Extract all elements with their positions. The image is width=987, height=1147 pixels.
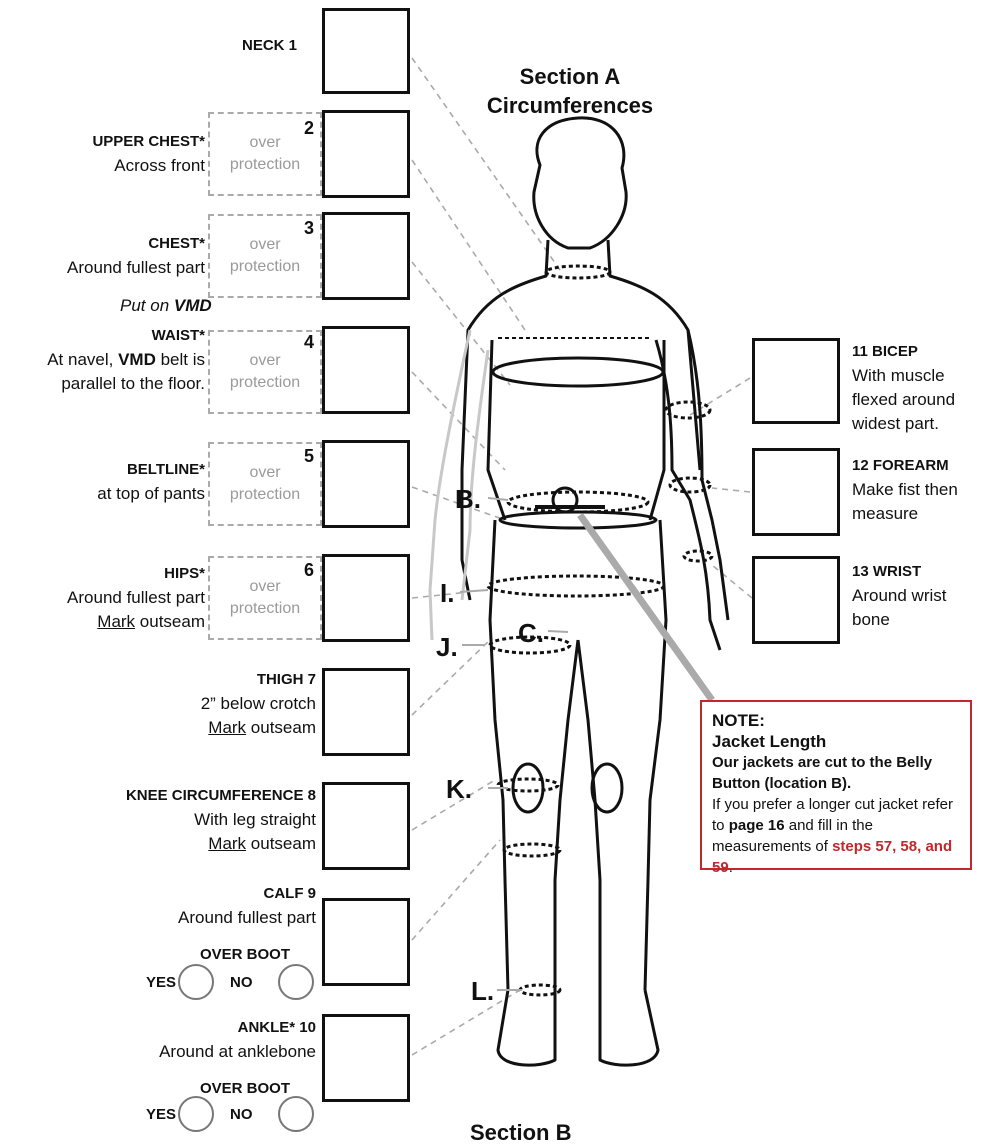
note-subheading: Jacket Length (712, 731, 960, 752)
bicep-input-box[interactable] (752, 338, 840, 424)
ankle-no-radio[interactable] (278, 1096, 314, 1132)
location-j: J. (436, 632, 458, 663)
forearm-input-box[interactable] (752, 448, 840, 536)
chest-input-box[interactable] (322, 212, 410, 300)
upper-chest-label: UPPER CHEST* Across front (92, 130, 205, 178)
calf-input-box[interactable] (322, 898, 410, 986)
upper-chest-input-box[interactable] (322, 110, 410, 198)
ankle-yes-radio[interactable] (178, 1096, 214, 1132)
hips-label: HIPS* Around fullest part Mark outseam (67, 562, 205, 634)
forearm-label: 12 FOREARM Make fist then measure (852, 454, 958, 526)
calf-no-label: NO (230, 974, 253, 991)
knee-label: KNEE CIRCUMFERENCE 8 With leg straight M… (126, 784, 316, 856)
note-body: If you prefer a longer cut jacket refer … (712, 796, 953, 876)
calf-yes-label: YES (146, 974, 176, 991)
ankle-label: ANKLE* 10 Around at anklebone (159, 1016, 316, 1064)
wrist-label: 13 WRIST Around wrist bone (852, 560, 946, 632)
ankle-yes-label: YES (146, 1106, 176, 1123)
step-number-4: 4 (304, 332, 314, 353)
beltline-label: BELTLINE* at top of pants (97, 458, 205, 506)
ankle-over-boot-label: OVER BOOT (200, 1080, 290, 1097)
calf-over-boot-label: OVER BOOT (200, 946, 290, 963)
location-c: C. (518, 618, 544, 649)
location-b: B. (455, 484, 481, 515)
note-bold-line: Our jackets are cut to the Belly Button … (712, 752, 960, 794)
calf-label: CALF 9 Around fullest part (178, 882, 316, 930)
chest-label: CHEST* Around fullest part (67, 232, 205, 280)
neck-input-box[interactable] (322, 8, 410, 94)
bicep-label: 11 BICEP With muscle flexed around wides… (852, 340, 955, 436)
ankle-no-label: NO (230, 1106, 253, 1123)
step-number-6: 6 (304, 560, 314, 581)
step-number-5: 5 (304, 446, 314, 467)
beltline-input-box[interactable] (322, 440, 410, 528)
ankle-input-box[interactable] (322, 1014, 410, 1102)
neck-label: NECK 1 (242, 34, 297, 58)
hips-input-box[interactable] (322, 554, 410, 642)
location-i: I. (440, 578, 454, 609)
step-number-3: 3 (304, 218, 314, 239)
thigh-label: THIGH 7 2” below crotch Mark outseam (201, 668, 316, 740)
knee-input-box[interactable] (322, 782, 410, 870)
location-l: L. (471, 976, 494, 1007)
calf-yes-radio[interactable] (178, 964, 214, 1000)
note-heading: NOTE: (712, 710, 960, 731)
put-on-vmd-text: Put on VMD (120, 296, 212, 316)
thigh-input-box[interactable] (322, 668, 410, 756)
waist-input-box[interactable] (322, 326, 410, 414)
wrist-input-box[interactable] (752, 556, 840, 644)
step-number-2: 2 (304, 118, 314, 139)
waist-label: WAIST* At navel, VMD belt is parallel to… (47, 324, 205, 396)
jacket-length-note: NOTE: Jacket Length Our jackets are cut … (700, 700, 972, 870)
calf-no-radio[interactable] (278, 964, 314, 1000)
location-k: K. (446, 774, 472, 805)
